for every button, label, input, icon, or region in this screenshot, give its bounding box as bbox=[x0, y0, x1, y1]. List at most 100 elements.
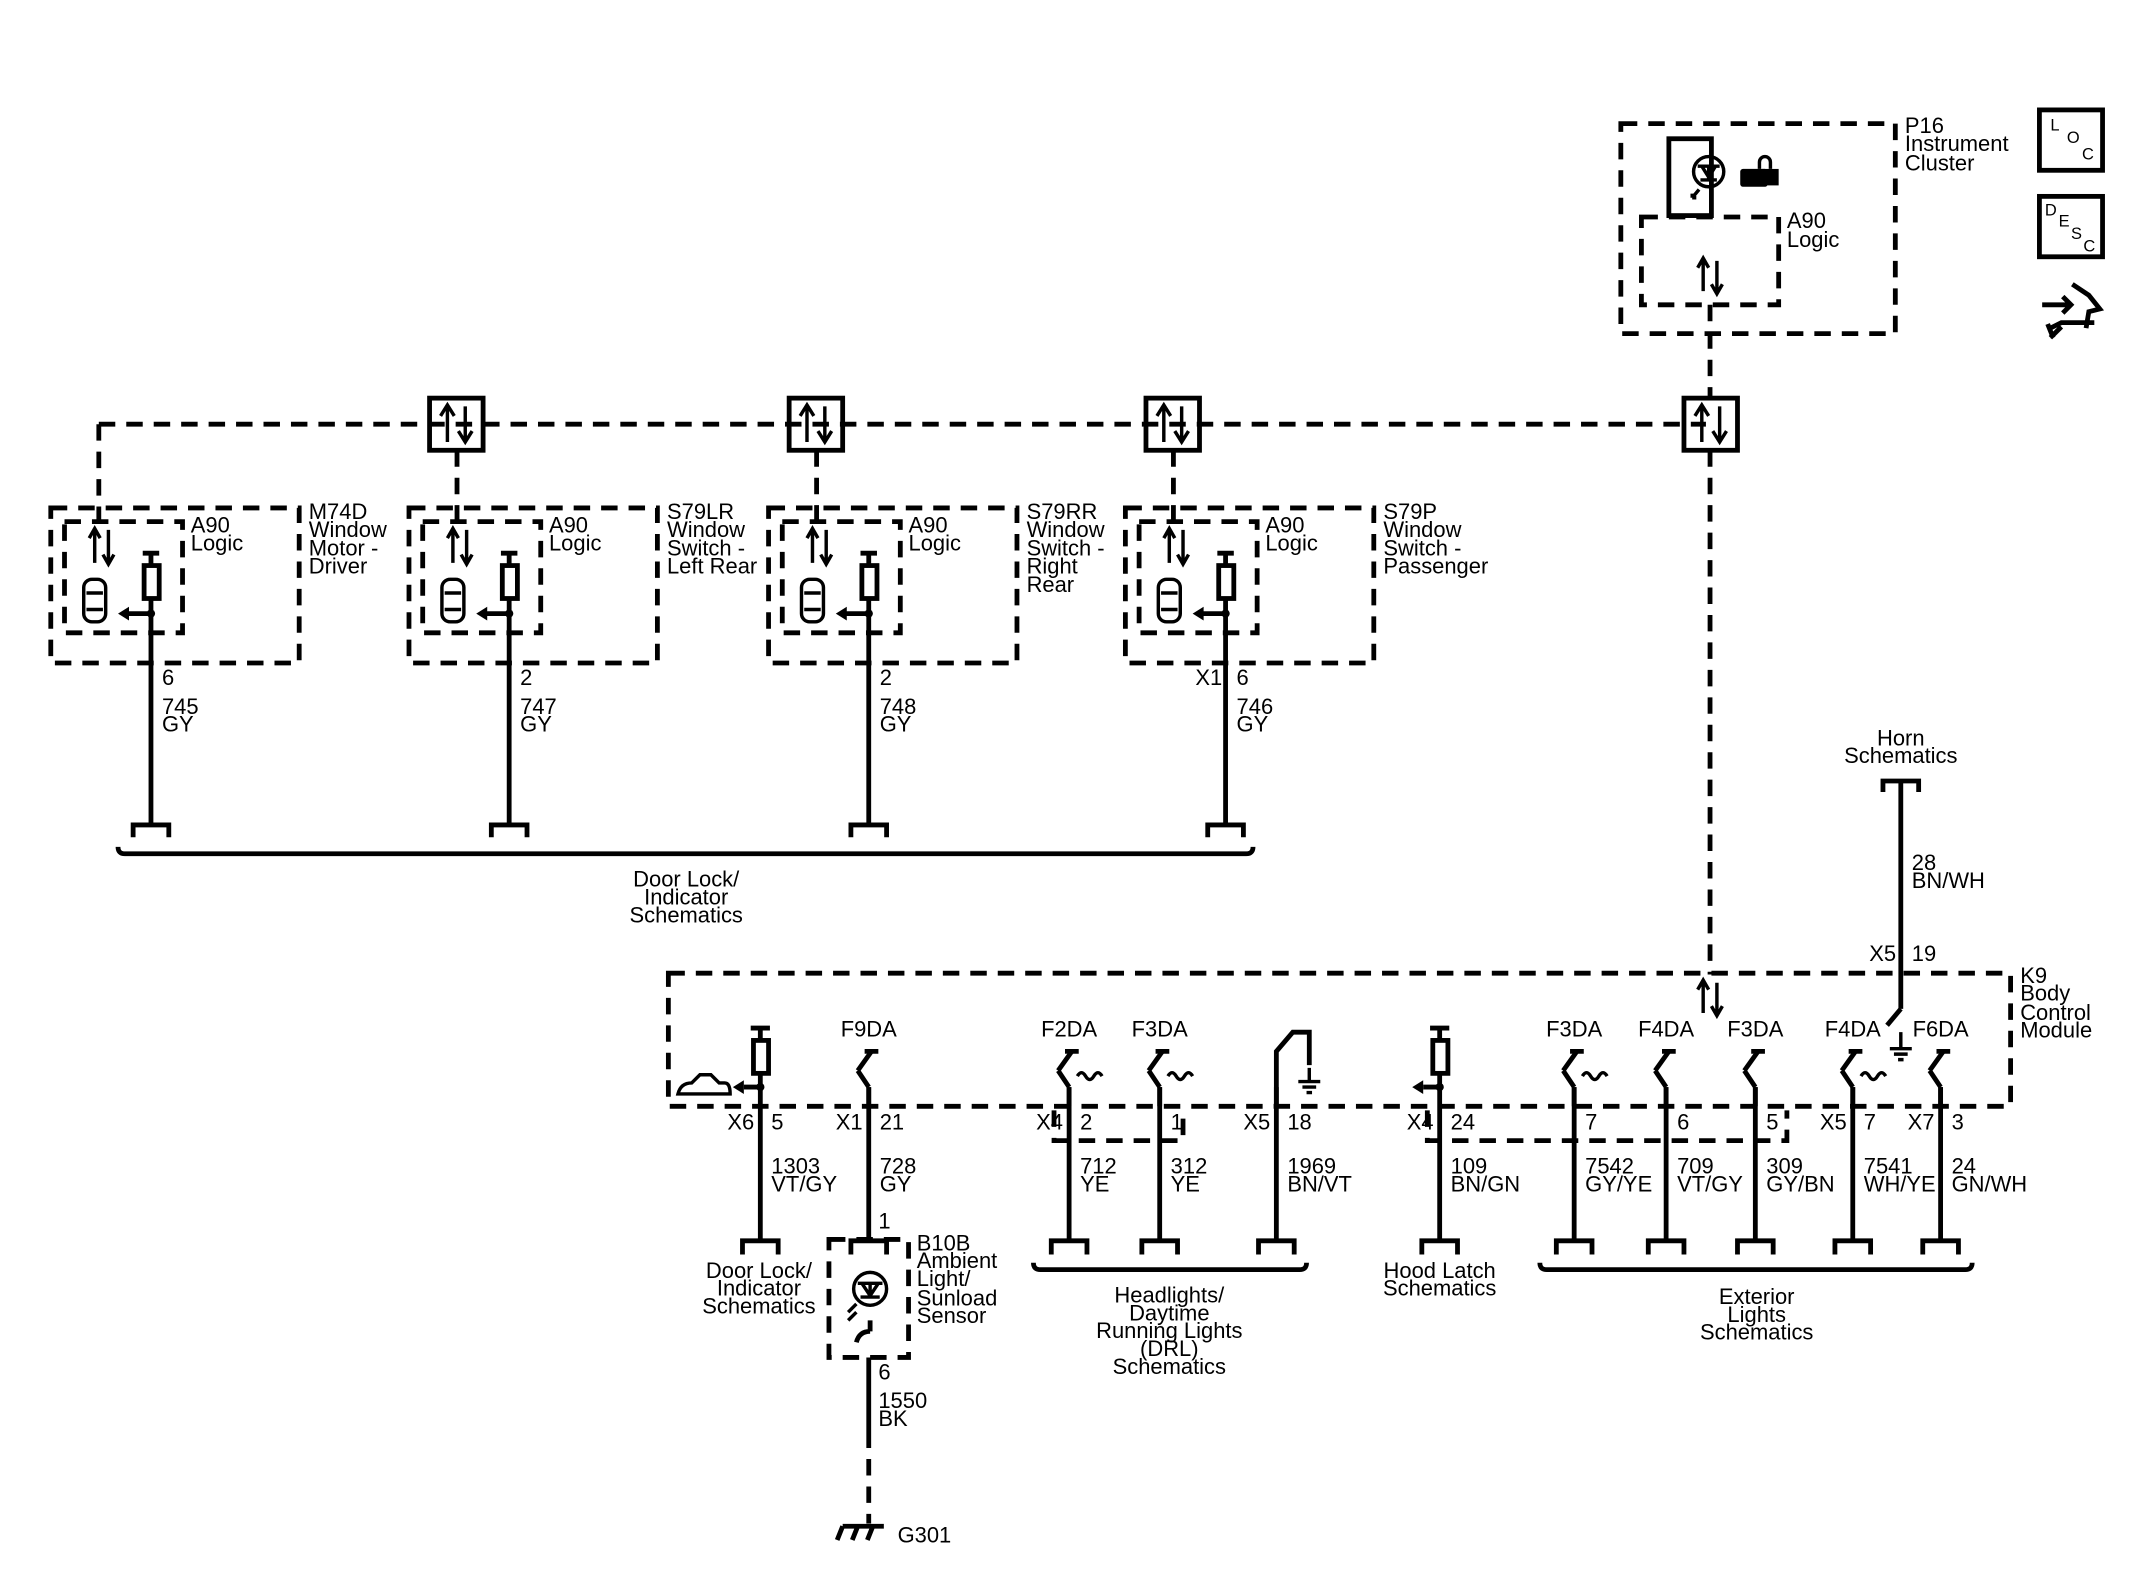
exterior-label-1: Exterior bbox=[1719, 1284, 1795, 1309]
module-pin: 2 bbox=[520, 665, 532, 690]
exterior-label-2: Lights bbox=[1727, 1302, 1786, 1327]
fuse-label: F6DA bbox=[1913, 1016, 1969, 1041]
k9-body-control-module[interactable]: K9 Body Control Module bbox=[665, 963, 2092, 1109]
p16-desc-1: Instrument bbox=[1905, 131, 2009, 156]
module-desc: Right bbox=[1027, 554, 1078, 579]
vehicle-icon bbox=[440, 577, 466, 624]
sensor-desc-1: Ambient bbox=[917, 1248, 997, 1273]
module-name: S79RR bbox=[1027, 499, 1098, 524]
headlights-label-5: Schematics bbox=[1113, 1354, 1226, 1379]
bcm-wire-number: 712 bbox=[1080, 1154, 1117, 1179]
horn-schematics-ref[interactable]: Horn Schematics bbox=[1844, 725, 1958, 793]
horn-pin: 19 bbox=[1912, 941, 1936, 966]
svg-text:D: D bbox=[2045, 202, 2057, 220]
module-logic-id: A90 bbox=[191, 513, 230, 538]
vehicle-icon bbox=[82, 577, 108, 624]
bcm-wire-number: 709 bbox=[1677, 1154, 1714, 1179]
module-wire-color: GY bbox=[162, 712, 194, 737]
ground-wire-color: BK bbox=[878, 1406, 908, 1431]
module-logic-label: Logic bbox=[549, 530, 601, 555]
headlights-label-4: (DRL) bbox=[1140, 1336, 1199, 1361]
svg-text:O: O bbox=[2067, 129, 2080, 147]
module-desc: Window bbox=[1027, 517, 1105, 542]
horn-label-2: Schematics bbox=[1844, 743, 1957, 768]
bcm-wire-number: 7542 bbox=[1585, 1154, 1634, 1179]
bcm-pin: 21 bbox=[880, 1110, 904, 1135]
svg-text:S: S bbox=[2071, 225, 2082, 243]
door-lock-group-label-1: Door Lock/ bbox=[633, 867, 740, 892]
bcm-data-icon bbox=[1696, 976, 1724, 1020]
p16-instrument-cluster[interactable]: P16 Instrument Cluster A90 Logic bbox=[1618, 113, 2009, 337]
connector-terminal bbox=[488, 822, 530, 838]
module-desc: Switch - bbox=[1027, 535, 1105, 560]
x4-connector-group-2 bbox=[1424, 1110, 1790, 1144]
door-lock-bracket bbox=[115, 846, 1256, 857]
module-logic-label: Logic bbox=[191, 530, 243, 555]
fuse-label: F4DA bbox=[1825, 1016, 1881, 1041]
output-driver-icon bbox=[1192, 550, 1237, 621]
headlights-label-1: Headlights/ bbox=[1114, 1283, 1225, 1308]
diagnostic-wrench-icon[interactable] bbox=[2042, 282, 2105, 340]
bcm-pin: 7 bbox=[1864, 1110, 1876, 1135]
module-desc: Window bbox=[667, 517, 745, 542]
module-pin: 6 bbox=[162, 665, 174, 690]
headlights-bracket bbox=[1031, 1262, 1309, 1273]
exterior-lights-bracket bbox=[1537, 1262, 1975, 1273]
bcm-wire-color: VT/GY bbox=[771, 1171, 837, 1196]
k9-name: K9 bbox=[2020, 963, 2047, 988]
bcm-wire-color: BN/GN bbox=[1451, 1171, 1520, 1196]
sensor-desc-3: Sunload bbox=[917, 1285, 998, 1310]
fuse-label: F3DA bbox=[1727, 1016, 1783, 1041]
hood-latch-label-2: Schematics bbox=[1383, 1276, 1496, 1301]
connector-terminal bbox=[1139, 1238, 1180, 1255]
bidirectional-data-icon bbox=[87, 525, 116, 568]
ground-wire-number: 1550 bbox=[878, 1388, 927, 1413]
vehicle-interior-light-icon bbox=[675, 1073, 732, 1096]
bcm-wire-number: 312 bbox=[1171, 1154, 1208, 1179]
connector-terminal bbox=[130, 822, 172, 838]
bcm-pin: 24 bbox=[1451, 1110, 1475, 1135]
bcm-wire-color: BN/VT bbox=[1287, 1171, 1352, 1196]
module-connector: X1 bbox=[1195, 665, 1222, 690]
sensor-pin-bottom: 6 bbox=[878, 1359, 890, 1384]
p16-logic-id: A90 bbox=[1787, 208, 1826, 233]
bcm-wire-color: GY/BN bbox=[1766, 1171, 1834, 1196]
module-wire-color: GY bbox=[1237, 712, 1269, 737]
b10b-ambient-light-sensor[interactable] bbox=[826, 1237, 911, 1360]
module-pin: 6 bbox=[1237, 665, 1249, 690]
fuse-label: F4DA bbox=[1638, 1016, 1694, 1041]
bcm-connector: X6 bbox=[727, 1110, 754, 1135]
fuse-label: F3DA bbox=[1132, 1016, 1188, 1041]
bcm-wire-number: 109 bbox=[1451, 1154, 1488, 1179]
door-lock-ref-label-3: Schematics bbox=[702, 1294, 815, 1319]
connector-terminal bbox=[848, 822, 889, 838]
module-desc: Left Rear bbox=[667, 554, 757, 579]
module-desc: Switch - bbox=[1383, 535, 1461, 560]
output-driver-icon bbox=[476, 550, 520, 621]
bcm-wire-number: 1303 bbox=[771, 1154, 820, 1179]
connector-terminal bbox=[1645, 1238, 1687, 1255]
output-driver-icon bbox=[118, 550, 162, 621]
legend-description-icon[interactable]: D E S C bbox=[2037, 193, 2105, 260]
module-wire-number: 745 bbox=[162, 694, 199, 719]
bcm-wire-color: WH/YE bbox=[1864, 1171, 1936, 1196]
connector-terminal bbox=[1920, 1238, 1961, 1255]
module-logic-label: Logic bbox=[909, 530, 961, 555]
sensor-name: B10B bbox=[917, 1230, 971, 1255]
legend-location-icon[interactable]: L O C bbox=[2037, 107, 2105, 173]
